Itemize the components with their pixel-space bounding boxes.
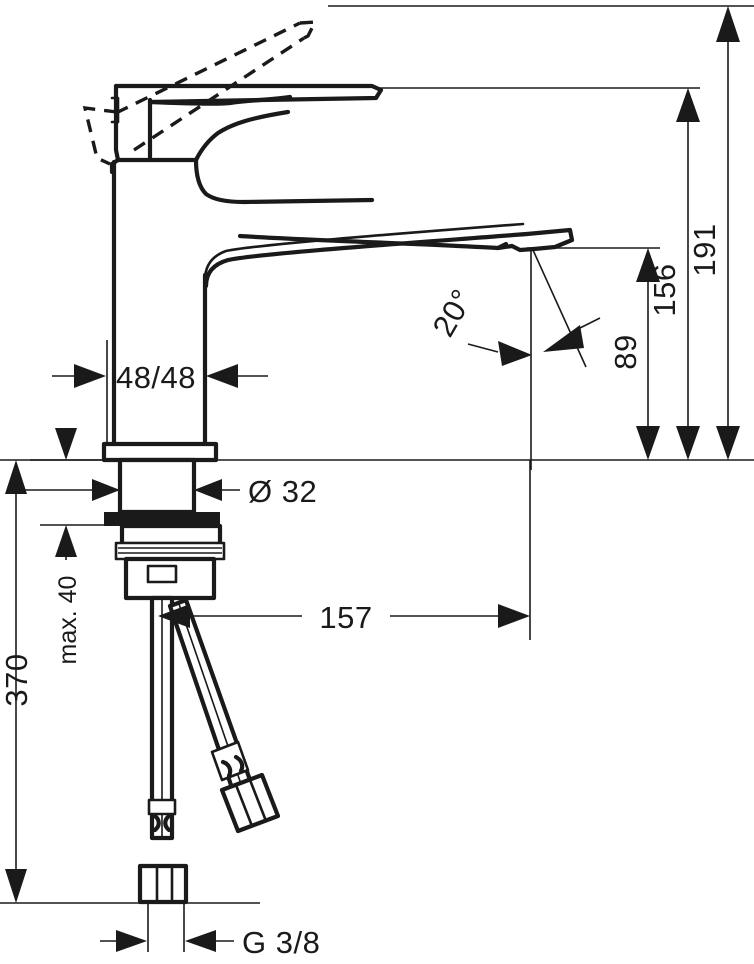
dim-370-arrow-bottom xyxy=(5,869,27,903)
dim-157-arrow-right xyxy=(498,604,530,628)
dim-g38-label: G 3/8 xyxy=(242,925,320,960)
dim-191-arrow-bottom xyxy=(716,426,740,460)
faucet-column xyxy=(111,159,208,455)
dim-max40-label: max. 40 xyxy=(54,576,82,665)
lever-closed xyxy=(113,83,384,106)
spout-tip-body xyxy=(524,227,575,252)
dim-20deg-arrow-left xyxy=(498,341,532,366)
dim-g38-arrow-left xyxy=(116,930,147,952)
handle-upper-curve xyxy=(147,109,291,163)
lever-open-bottom-edge xyxy=(133,36,305,152)
dim-156-arrow-bottom xyxy=(676,426,700,460)
dimension-157: 157 xyxy=(158,600,530,635)
dim-max40-arrow-bottom xyxy=(55,525,77,557)
dim-max40-arrow-top xyxy=(55,428,77,460)
faucet-upper-housing xyxy=(109,83,375,205)
hose-straight-end-nut xyxy=(137,863,189,905)
dimension-370: 370 xyxy=(0,460,34,903)
dim-157-label: 157 xyxy=(319,600,372,635)
mounting-shank xyxy=(117,457,197,515)
dim-89-label: 89 xyxy=(608,334,643,369)
mounting-assembly xyxy=(101,441,226,601)
dimension-191: 191 xyxy=(687,6,740,460)
dim-191-arrow-top xyxy=(716,6,740,42)
thread-band-outer xyxy=(114,541,226,561)
hose-angled-crimp xyxy=(220,754,245,779)
reference-lines xyxy=(0,5,754,952)
pivot-detail xyxy=(110,96,120,124)
hose-straight-ferrule xyxy=(147,798,177,816)
escutcheon-collar xyxy=(101,441,219,463)
dim-89-arrow-bottom xyxy=(636,426,660,460)
dimension-g38: G 3/8 xyxy=(100,925,320,960)
spout-aerator xyxy=(495,241,537,253)
lever-under-edge xyxy=(147,94,293,106)
dim-191-label: 191 xyxy=(687,223,722,276)
lever-open-dashed xyxy=(82,20,318,166)
dim-89-arrow-top xyxy=(636,248,660,282)
dim-d32-label: Ø 32 xyxy=(248,474,317,509)
lever-open-tip xyxy=(299,20,318,40)
dimension-jet-angle: 20° xyxy=(426,283,601,366)
handle-lower-curve xyxy=(193,157,375,205)
lever-open-pivot-block xyxy=(82,106,118,166)
dim-20deg-label: 20° xyxy=(426,283,481,342)
dimension-d32: Ø 32 xyxy=(92,474,317,509)
dim-d32-arrow-right xyxy=(194,479,222,501)
washer-plate xyxy=(104,512,220,526)
dim-370-label: 370 xyxy=(0,653,34,706)
dim-20deg-leader-left xyxy=(467,343,499,353)
hose-angled-nut-face-2 xyxy=(248,778,268,823)
hose-straight-crimp xyxy=(152,813,172,833)
dim-157-arrow-left xyxy=(158,604,190,628)
spout-top-thin-edge xyxy=(203,222,525,282)
dimension-48-48: 48/48 xyxy=(52,360,268,395)
dim-20deg-arrow-right xyxy=(543,325,584,352)
dimension-max40: max. 40 xyxy=(54,428,82,664)
lever-open-top-edge xyxy=(115,21,301,115)
fixing-nut-upper xyxy=(119,523,223,547)
dimension-89: 89 xyxy=(608,248,660,460)
thread-band xyxy=(114,541,226,561)
faucet-spout xyxy=(203,222,575,289)
faucet-body xyxy=(82,20,575,905)
dim-4848-arrow-left xyxy=(74,364,106,388)
hose-angled-nut-face-1 xyxy=(234,783,254,828)
dim-4848-label: 48/48 xyxy=(116,360,196,395)
dim-4848-arrow-right xyxy=(206,364,238,388)
housing-back-edge xyxy=(113,83,121,163)
hose-angled xyxy=(167,597,281,834)
set-screw xyxy=(146,564,178,584)
dim-370-arrow-top xyxy=(5,460,27,494)
flexible-hoses xyxy=(137,595,281,905)
dim-g38-arrow-right xyxy=(185,930,216,952)
spout-top-edge xyxy=(203,231,530,289)
hose-straight xyxy=(137,595,189,905)
lever-top-surface xyxy=(113,83,384,105)
dim-d32-arrow-left xyxy=(92,479,120,501)
spout-under-edge xyxy=(237,233,501,251)
dim-156-arrow-top xyxy=(676,88,700,122)
